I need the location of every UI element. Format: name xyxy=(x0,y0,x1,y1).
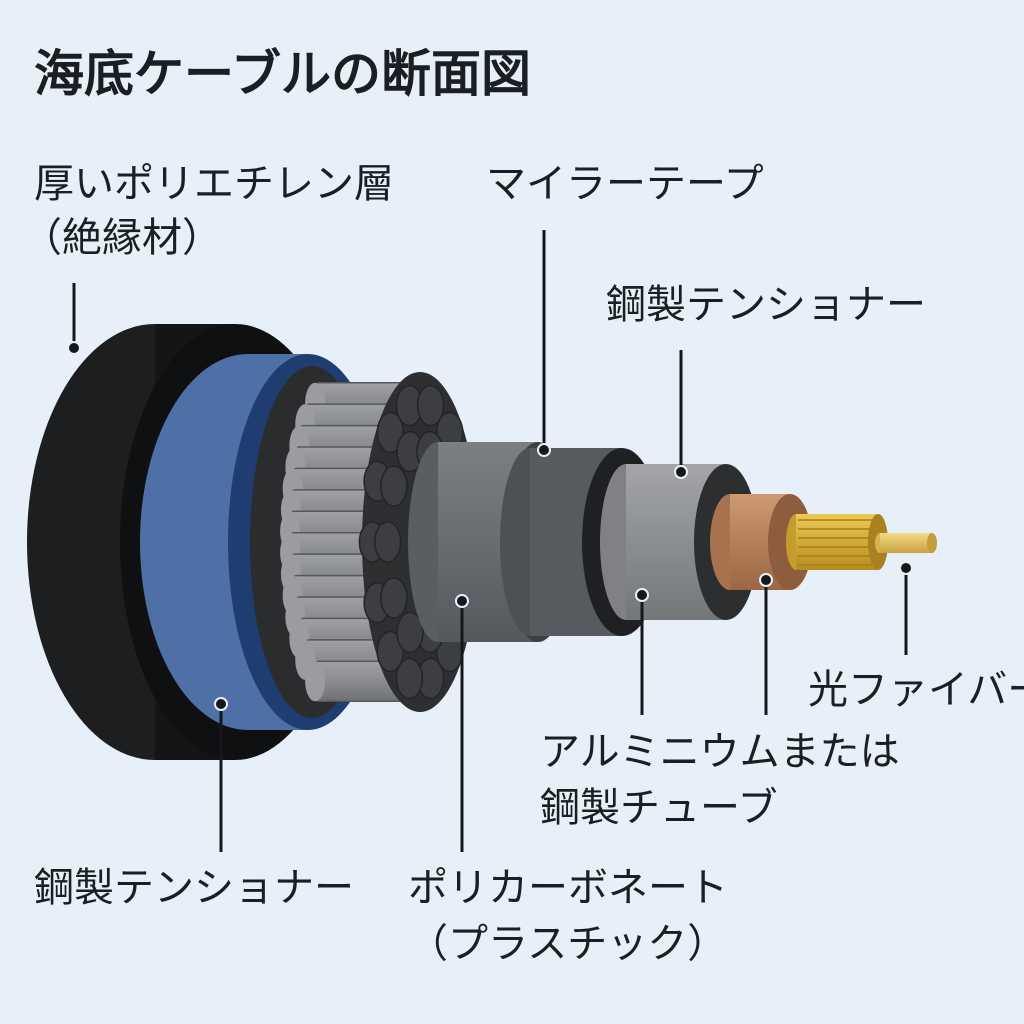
steel-strand-end xyxy=(376,411,405,454)
gold-wire-core xyxy=(786,514,888,570)
label-steel-tensioner-top: 鋼製テンショナー xyxy=(606,282,926,328)
gold-wire-lines xyxy=(798,519,876,566)
label-steel-tensioner-bottom: 鋼製テンショナー xyxy=(34,865,354,911)
leader-dot-mylar xyxy=(537,443,551,457)
label-metal-tube-line1: アルミニウムまたは xyxy=(540,729,900,775)
leader-dot-copper xyxy=(759,573,773,587)
page-title: 海底ケーブルの断面図 xyxy=(34,45,531,103)
leader-dot-blue-tensioner xyxy=(214,697,228,711)
label-outer-insulation-line2: （絶縁材） xyxy=(22,215,222,261)
steel-strand-end xyxy=(396,611,424,654)
label-metal-tube-line2: 鋼製チューブ xyxy=(540,785,778,831)
label-mylar-tape: マイラーテープ xyxy=(486,161,764,207)
leader-dot-polycarbonate xyxy=(455,594,469,608)
steel-strand-end xyxy=(380,465,408,507)
steel-strand-end xyxy=(376,630,405,673)
label-optical-fiber: 光ファイバー xyxy=(808,667,1024,713)
label-outer-insulation-line1: 厚いポリエチレン層 xyxy=(34,161,394,207)
steel-strand-end xyxy=(380,577,408,619)
leader-dot-steel-tensioner-top xyxy=(674,465,688,479)
leader-lines xyxy=(67,230,913,852)
leader-dot-optical-fiber xyxy=(899,561,913,575)
leader-dot-outer-insulation xyxy=(67,341,81,355)
steel-strand-end xyxy=(395,657,424,700)
steel-strand-end xyxy=(416,384,445,427)
steel-strand-end xyxy=(373,521,402,563)
optical-fiber xyxy=(875,533,937,553)
label-polycarbonate-line2: （プラスチック） xyxy=(408,921,728,967)
leader-dot-metal-tube xyxy=(635,588,649,602)
label-polycarbonate-line1: ポリカーボネート xyxy=(408,865,728,911)
